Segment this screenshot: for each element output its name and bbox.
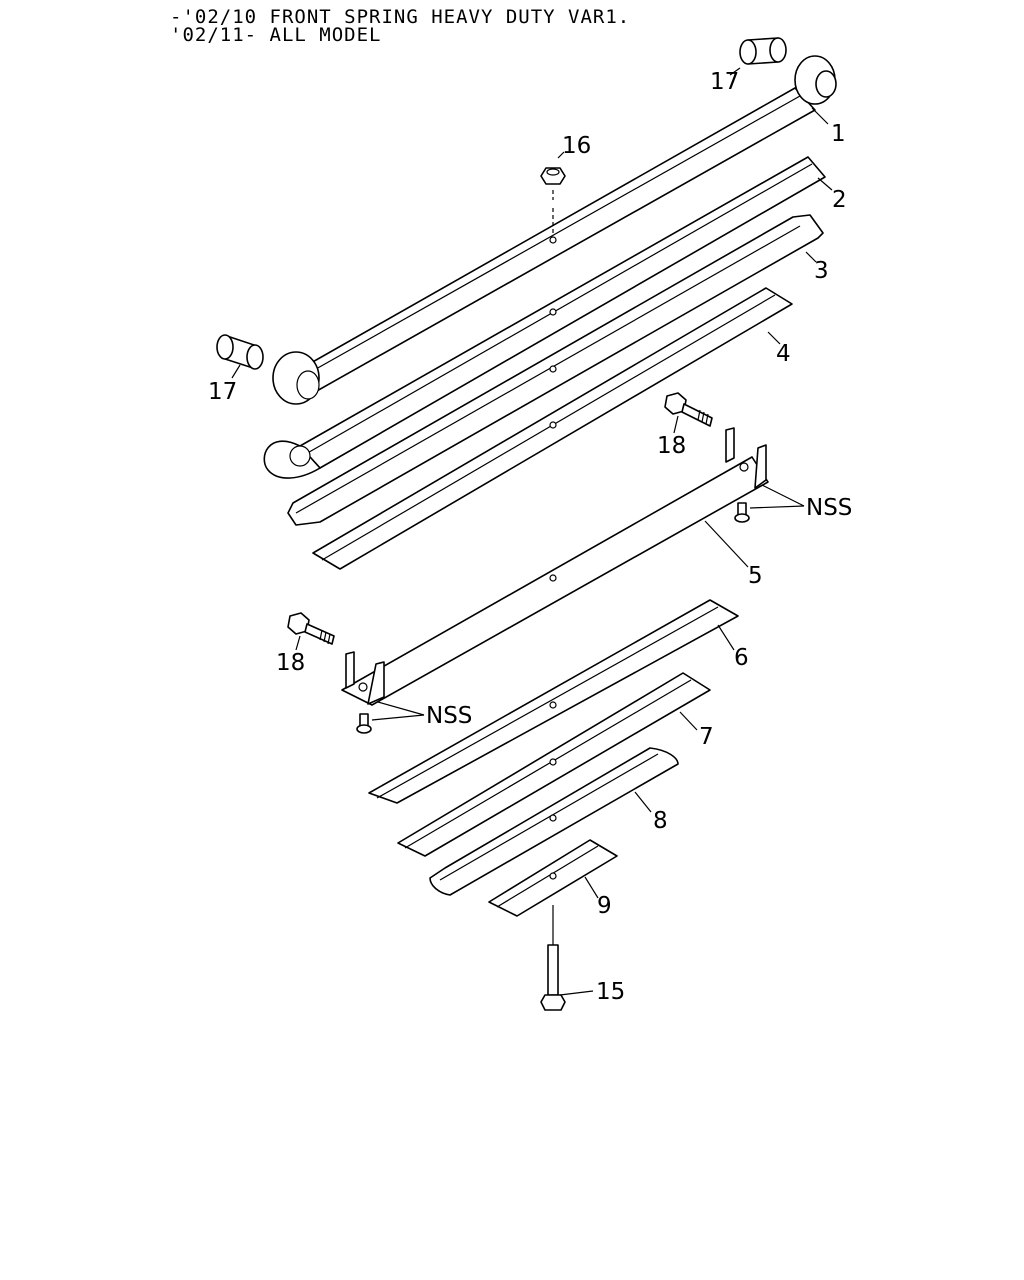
callout-nss-upper: NSS: [806, 495, 852, 521]
callout-3: 3: [814, 258, 829, 284]
bushing-17-lower[interactable]: [216, 334, 264, 370]
leaf-spring-8[interactable]: [429, 747, 679, 896]
callout-1: 1: [831, 121, 846, 147]
callout-15: 15: [596, 979, 625, 1005]
nss-screw-lower[interactable]: [356, 713, 372, 734]
center-nut-16[interactable]: [540, 167, 566, 235]
callout-8: 8: [653, 808, 668, 834]
leaf-spring-2[interactable]: [263, 156, 826, 479]
leaf-spring-4[interactable]: [312, 287, 793, 570]
callout-5: 5: [748, 563, 763, 589]
bushing-17-upper[interactable]: [739, 37, 787, 65]
callout-17-lower: 17: [208, 379, 237, 405]
leaf-spring-7[interactable]: [397, 672, 711, 857]
diagram-header-line-1: -'02/10 FRONT SPRING HEAVY DUTY VAR1.: [170, 6, 631, 28]
leaf-spring-9[interactable]: [488, 839, 618, 917]
callout-4: 4: [776, 341, 791, 367]
callout-9: 9: [597, 893, 612, 919]
leader-lines: [231, 67, 833, 996]
leaf-spring-3[interactable]: [287, 214, 824, 526]
bracket-bolt-18-upper[interactable]: [664, 392, 713, 427]
diagram-header-line-2: '02/11- ALL MODEL: [170, 24, 382, 46]
callout-6: 6: [734, 645, 749, 671]
callout-nss-lower: NSS: [426, 703, 472, 729]
leaf-spring-1[interactable]: [272, 55, 837, 405]
callout-17-upper: 17: [710, 69, 739, 95]
center-bolt-15[interactable]: [540, 905, 566, 1011]
callout-16: 16: [562, 133, 591, 159]
callout-7: 7: [699, 724, 714, 750]
nss-screw-upper[interactable]: [734, 502, 750, 523]
leaf-spring-6[interactable]: [368, 599, 739, 804]
spring-bracket-5[interactable]: [341, 427, 769, 706]
callout-18-lower: 18: [276, 650, 305, 676]
callout-2: 2: [832, 187, 847, 213]
bracket-bolt-18-lower[interactable]: [287, 612, 335, 645]
callout-18-upper: 18: [657, 433, 686, 459]
